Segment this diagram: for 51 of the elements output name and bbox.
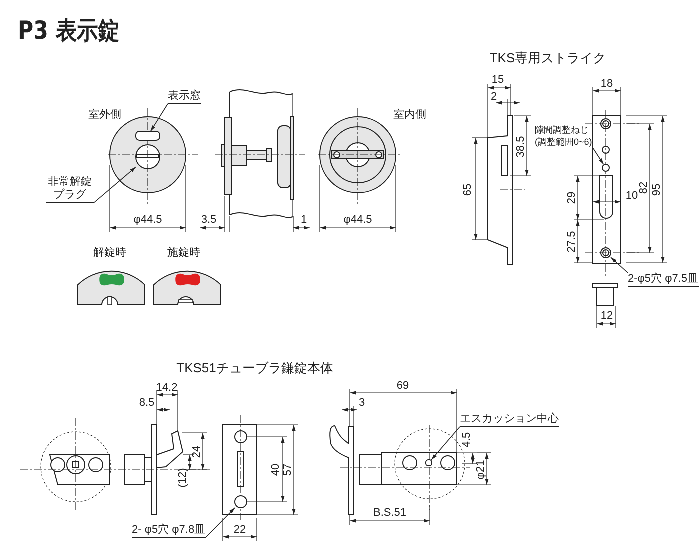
dimension-label: 12: [600, 310, 614, 322]
release-plug: [136, 144, 160, 170]
leader-line: [205, 508, 236, 538]
dimension-label: B.S.51: [373, 507, 407, 519]
dimension-label: φ44.5: [134, 214, 162, 226]
dimension-label: φ21: [475, 460, 487, 480]
callout-text: 2-φ5穴 φ7.5皿: [628, 273, 699, 287]
dimension-label: 29: [566, 192, 578, 204]
leader-line: [610, 257, 628, 274]
indicator-window: [136, 131, 160, 141]
dimension-label: 65: [462, 184, 474, 196]
dimension-label: 95: [651, 184, 663, 196]
dimension-label: (12): [177, 468, 189, 488]
dimension-label: 14.2: [156, 382, 178, 394]
callout-text: 隙間調整ねじ(調整範囲0~6): [535, 124, 593, 148]
screw-hole: [600, 248, 612, 258]
view-label: 室外側: [88, 109, 122, 121]
callout-text: 2- φ5穴 φ7.8皿: [132, 524, 206, 538]
leader-line: [150, 104, 168, 132]
dimension-label: 82: [638, 182, 650, 194]
leader-line: [431, 426, 460, 460]
leader-line: [592, 148, 604, 165]
dimension-label: 2: [490, 91, 498, 103]
dimension-label: 38.5: [515, 136, 527, 158]
callout-text: 非常解錠プラグ: [46, 176, 94, 203]
callout-text: 表示窓: [168, 90, 201, 104]
adjusting-screw: [602, 164, 610, 172]
state-label: 解錠時: [94, 247, 126, 259]
state-label: 施錠時: [168, 247, 200, 259]
section-title: TKS51チューブラ鎌錠本体: [176, 360, 334, 376]
view-label: 室内側: [394, 109, 426, 121]
dimension-label: 8.5: [139, 397, 155, 409]
center-mark: [426, 460, 432, 466]
dimension-label: 10: [626, 190, 638, 202]
callout-text: エスカッション中心: [460, 413, 559, 427]
dimension-label: φ44.5: [344, 214, 372, 226]
dimension-label: 22: [234, 524, 246, 536]
dimension-label: 3.5: [201, 214, 217, 226]
dimension-label: 1: [300, 214, 308, 226]
dimension-label: 3: [358, 397, 366, 409]
dimension-label: 57: [282, 464, 294, 476]
dimension-label: 15: [492, 74, 504, 86]
dimension-label: 18: [600, 78, 614, 90]
dimension-label: 69: [396, 380, 410, 392]
title: P3 表示錠: [18, 15, 120, 47]
dimension-label: 27.5: [566, 231, 578, 253]
dimension-label: 4.5: [461, 432, 473, 448]
leader-line: [94, 166, 136, 204]
section-title: TKS専用ストライク: [490, 50, 606, 66]
dimension-label: 24: [191, 446, 203, 458]
dimension-label: 40: [270, 464, 282, 476]
